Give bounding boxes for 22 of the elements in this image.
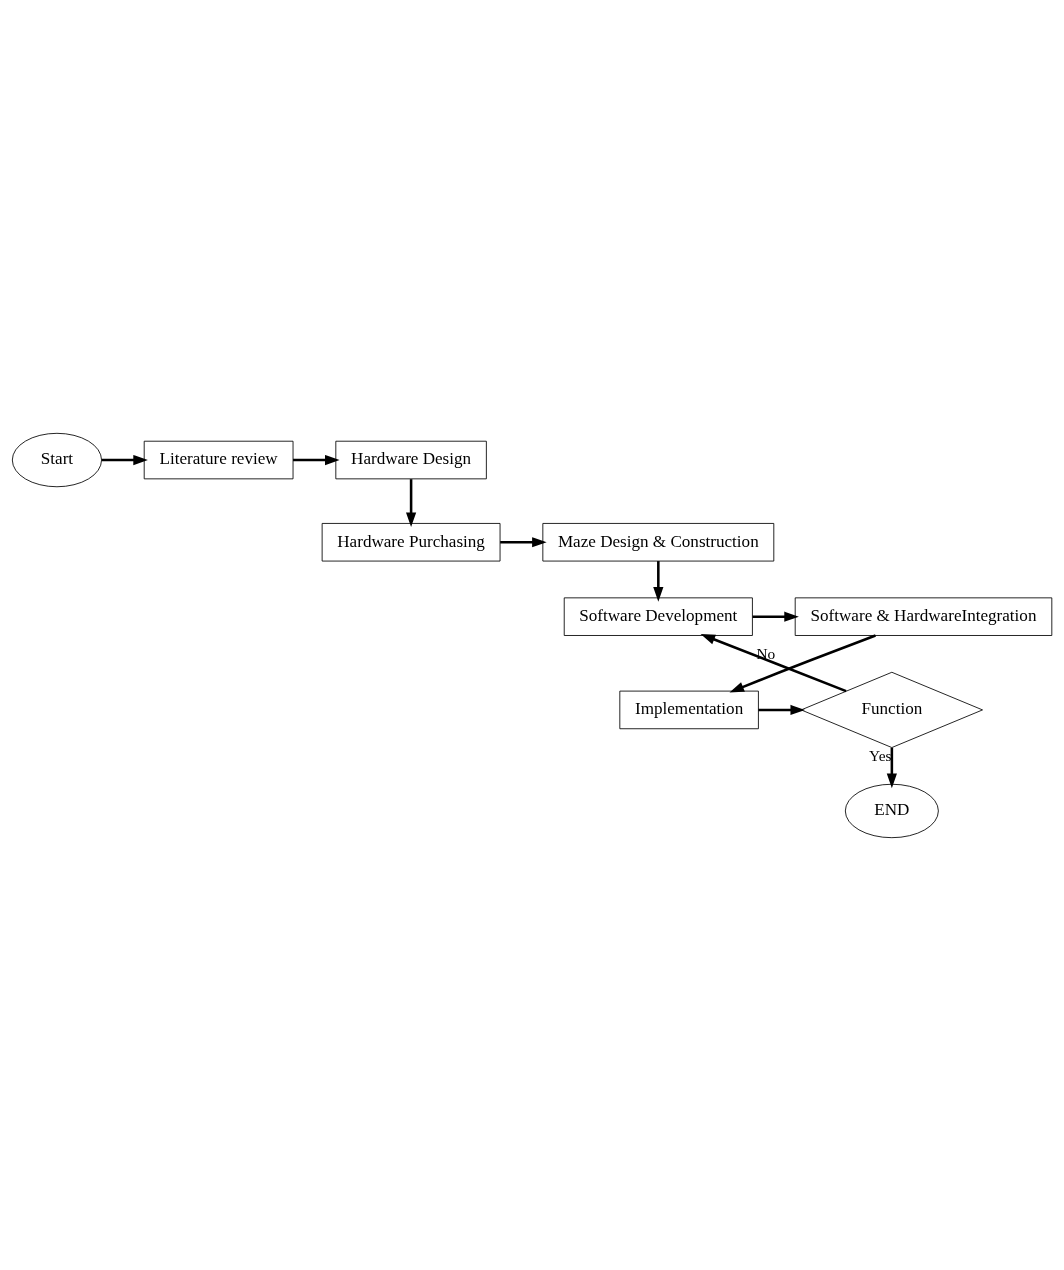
node-box: Maze Design & Construction: [542, 522, 775, 561]
arrow: [700, 633, 847, 692]
arrow: [758, 704, 806, 715]
node-box: Implementation: [619, 690, 759, 729]
node-box: Software & HardwareIntegration: [794, 596, 1053, 636]
node-box: Software Development: [563, 596, 753, 636]
node-diamond: Function: [800, 671, 983, 748]
node-box: Hardware Design: [335, 440, 487, 479]
arrow: [653, 560, 664, 602]
edge-label: No: [756, 644, 776, 662]
arrow: [500, 536, 547, 547]
arrow: [886, 747, 897, 788]
edge-label: Yes: [869, 746, 892, 764]
node-ellipse: END: [844, 783, 939, 838]
arrow: [729, 633, 876, 692]
arrow: [752, 611, 799, 622]
node-box: Hardware Purchasing: [321, 522, 501, 561]
arrow: [101, 454, 148, 465]
node-box: Literature review: [143, 440, 294, 479]
arrow: [406, 478, 417, 527]
arrow: [293, 454, 340, 465]
node-ellipse: Start: [11, 432, 102, 487]
